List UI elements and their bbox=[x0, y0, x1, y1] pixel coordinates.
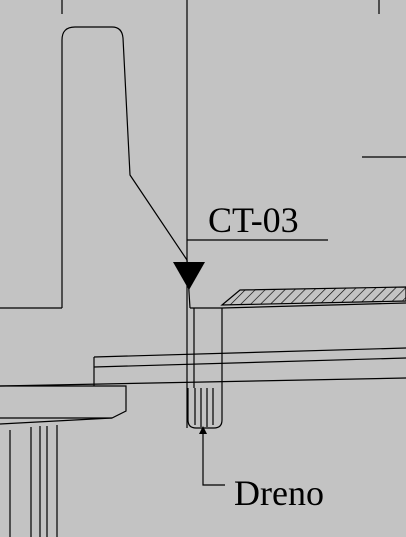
drain-leader-line bbox=[202, 434, 225, 486]
layer-line-1 bbox=[93, 347, 406, 358]
slab-line-right bbox=[221, 302, 406, 309]
hatched-pavement bbox=[220, 286, 406, 306]
drain-label: Dreno bbox=[234, 473, 324, 513]
layer-line-4 bbox=[0, 377, 406, 387]
layer-line-3 bbox=[93, 357, 406, 368]
footing-outline bbox=[0, 385, 127, 419]
wall-profile bbox=[61, 26, 191, 309]
elevation-marker-icon bbox=[173, 262, 205, 290]
drain-arrow-icon bbox=[199, 426, 207, 434]
elevation-label: CT-03 bbox=[208, 200, 299, 240]
footing-line-a bbox=[0, 417, 113, 425]
drain-pipe bbox=[187, 388, 223, 429]
